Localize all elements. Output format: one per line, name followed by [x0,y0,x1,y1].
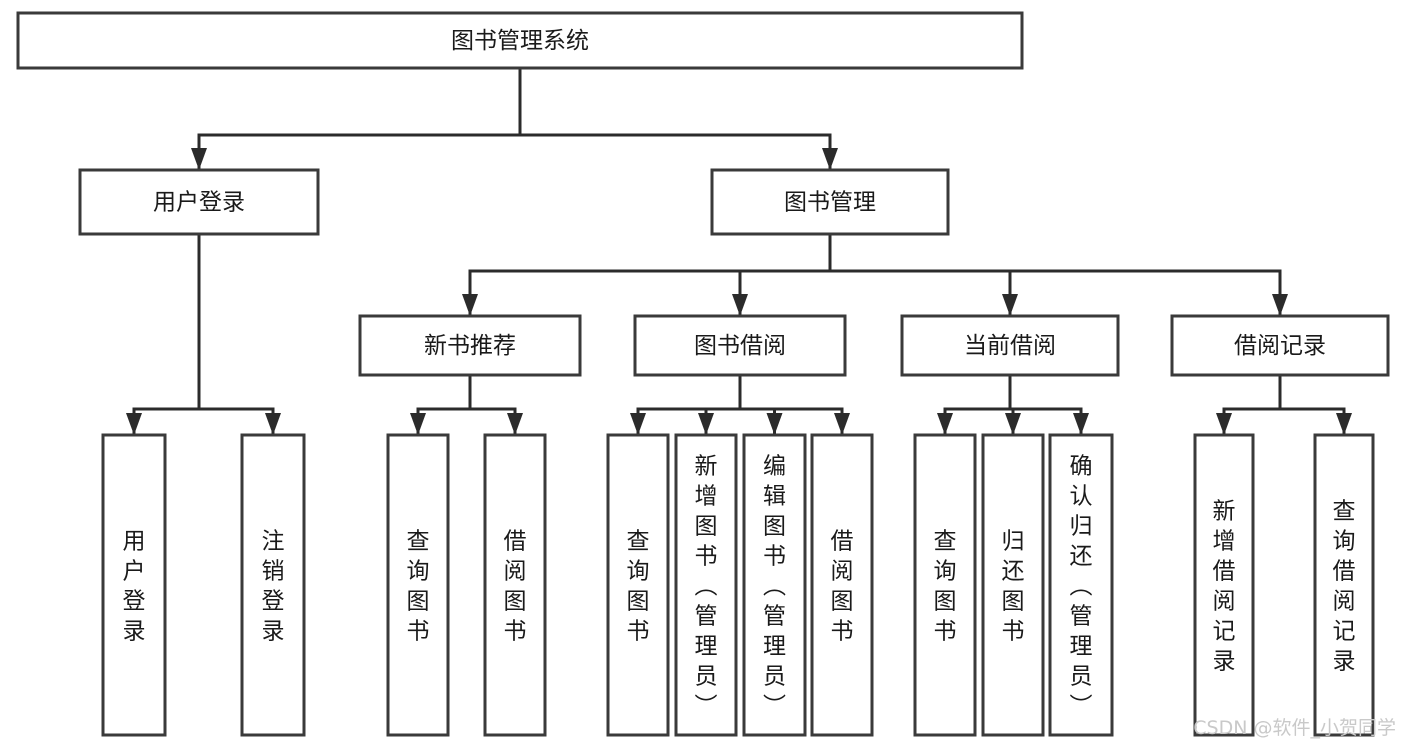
arrow-head-icon [822,148,838,170]
node-label: 注销登录 [262,528,285,644]
node-label: 查询图书 [407,528,430,644]
diagram-node-n-new-rec[interactable]: 新书推荐 [358,314,582,377]
node-label: 新增借阅记录 [1213,498,1236,674]
arrow-head-icon [698,413,714,435]
node-box [386,433,450,737]
diagram-node-l-bor-lend[interactable]: 借阅图书 [810,433,874,737]
diagram-node-l-cur-confirm[interactable]: 确认归还︵管理员︶ [1048,433,1114,737]
node-box [633,314,847,377]
arrow-head-icon [1005,413,1021,435]
arrow-head-icon [1216,413,1232,435]
diagram-node-l-cur-return[interactable]: 归还图书 [981,433,1045,737]
node-label: 新增图书︵管理员︶ [695,453,718,719]
node-box [1170,314,1390,377]
node-box [78,168,320,236]
node-label: 借阅图书 [831,528,854,644]
arrow-head-icon [937,413,953,435]
arrow-head-icon [1073,413,1089,435]
diagram-node-n-borrow[interactable]: 图书借阅 [633,314,847,377]
node-label: 当前借阅 [964,333,1056,359]
arrow-head-icon [410,413,426,435]
node-box [710,168,950,236]
node-box [810,433,874,737]
node-box [674,433,738,737]
arrow-head-icon [462,294,478,316]
diagram-node-n-current[interactable]: 当前借阅 [900,314,1120,377]
diagram-node-l-bor-edit[interactable]: 编辑图书︵管理员︶ [742,433,807,737]
diagram-node-n-login[interactable]: 用户登录 [78,168,320,236]
node-box [900,314,1120,377]
diagram-node-l-bor-add[interactable]: 新增图书︵管理员︶ [674,433,738,737]
node-label: 编辑图书︵管理员︶ [763,453,786,719]
node-box [913,433,977,737]
node-box [1313,433,1375,737]
diagram-node-l-cur-query[interactable]: 查询图书 [913,433,977,737]
node-label: 归还图书 [1002,528,1025,644]
node-label: 查询借阅记录 [1333,498,1356,674]
csdn-watermark: CSDN @软件_小贺同学 [1193,717,1396,739]
diagram-node-l-bor-query[interactable]: 查询图书 [606,433,670,737]
diagram-node-n-record[interactable]: 借阅记录 [1170,314,1390,377]
node-label: 查询图书 [627,528,650,644]
arrow-head-icon [126,413,142,435]
arrow-head-icon [834,413,850,435]
diagram-node-l-user-logout[interactable]: 注销登录 [240,433,306,737]
node-box [742,433,807,737]
edges-layer [126,66,1352,436]
node-box [358,314,582,377]
arrow-head-icon [732,294,748,316]
diagram-node-l-rc-query[interactable]: 查询借阅记录 [1313,433,1375,737]
node-label: 图书管理 [784,190,876,216]
node-box [16,11,1024,70]
arrow-head-icon [630,413,646,435]
node-box [240,433,306,737]
diagram-node-root[interactable]: 图书管理系统 [16,11,1024,70]
nodes-layer: 图书管理系统用户登录图书管理新书推荐图书借阅当前借阅借阅记录用户登录注销登录查询… [16,11,1390,737]
arrow-head-icon [191,148,207,170]
node-label: 新书推荐 [424,333,516,359]
diagram-node-l-rec-query[interactable]: 查询图书 [386,433,450,737]
arrow-head-icon [1336,413,1352,435]
node-box [1048,433,1114,737]
diagram-node-n-book-mgmt[interactable]: 图书管理 [710,168,950,236]
arrow-head-icon [507,413,523,435]
node-box [483,433,547,737]
node-label: 借阅图书 [504,528,527,644]
arrow-head-icon [766,413,783,435]
arrow-head-icon [1272,294,1288,316]
arrow-head-icon [1002,294,1018,316]
node-label: 图书管理系统 [451,28,589,54]
diagram-node-l-rc-add[interactable]: 新增借阅记录 [1193,433,1255,737]
node-label: 借阅记录 [1234,333,1326,359]
node-box [101,433,167,737]
node-box [981,433,1045,737]
node-label: 查询图书 [934,528,957,644]
node-label: 用户登录 [123,528,146,644]
diagram-node-l-rec-borrow[interactable]: 借阅图书 [483,433,547,737]
node-label: 图书借阅 [694,333,786,359]
diagram-node-l-user-login[interactable]: 用户登录 [101,433,167,737]
node-label: 确认归还︵管理员︶ [1070,453,1093,719]
node-label: 用户登录 [153,190,245,216]
node-box [606,433,670,737]
arrow-head-icon [265,413,281,435]
node-box [1193,433,1255,737]
